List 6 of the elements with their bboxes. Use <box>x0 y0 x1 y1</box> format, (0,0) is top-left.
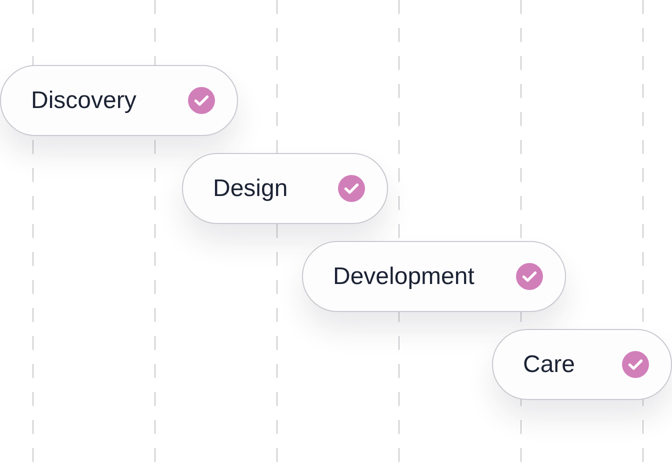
stage-label: Development <box>333 262 474 290</box>
stage-label: Care <box>523 350 576 378</box>
stage-pill <box>492 329 672 400</box>
stage-label: Discovery <box>31 86 136 114</box>
stage-label: Design <box>213 174 288 202</box>
stage-pill <box>0 65 238 136</box>
